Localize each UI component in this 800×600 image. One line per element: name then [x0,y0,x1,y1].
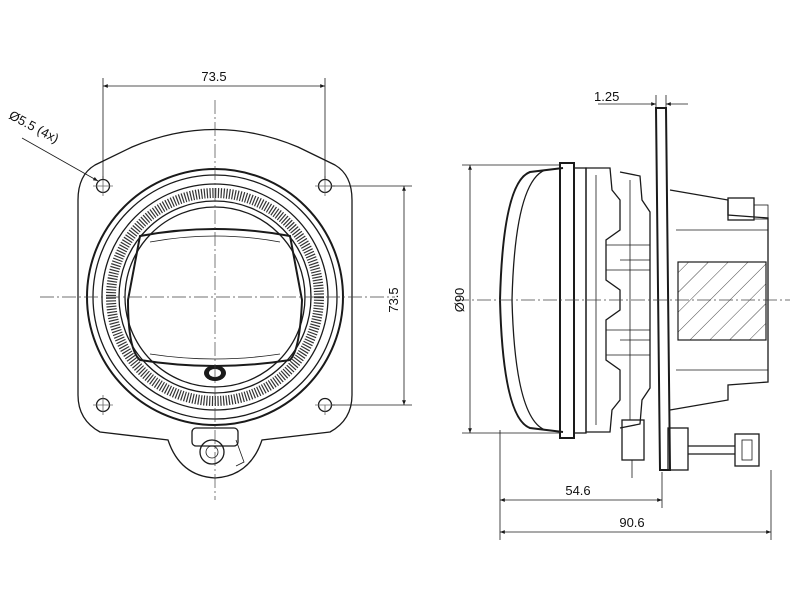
dim-front-width: 73.5 [201,69,226,84]
dim-side-diameter: Ø90 [452,288,467,313]
side-view [455,107,790,478]
led-ring-outer [106,188,324,406]
dim-depth-front: 54.6 [565,483,590,498]
hatched-section [677,261,767,341]
front-rim [559,162,575,439]
side-connector [621,419,760,478]
dim-depth-total: 90.6 [619,515,644,530]
front-dimensions: 73.5 73.5 Ø5.5 (4x) [7,69,412,406]
dim-flange-thickness: 1.25 [594,89,619,104]
mounting-plate [77,128,353,479]
side-dimensions: Ø90 1.25 54.6 90.6 [452,89,772,540]
flange-plate [654,107,672,471]
dim-front-height: 73.5 [386,287,401,312]
front-view [40,100,395,500]
dim-hole-callout: Ø5.5 (4x) [7,107,62,146]
lens-window [126,228,304,367]
front-connector [191,427,245,467]
